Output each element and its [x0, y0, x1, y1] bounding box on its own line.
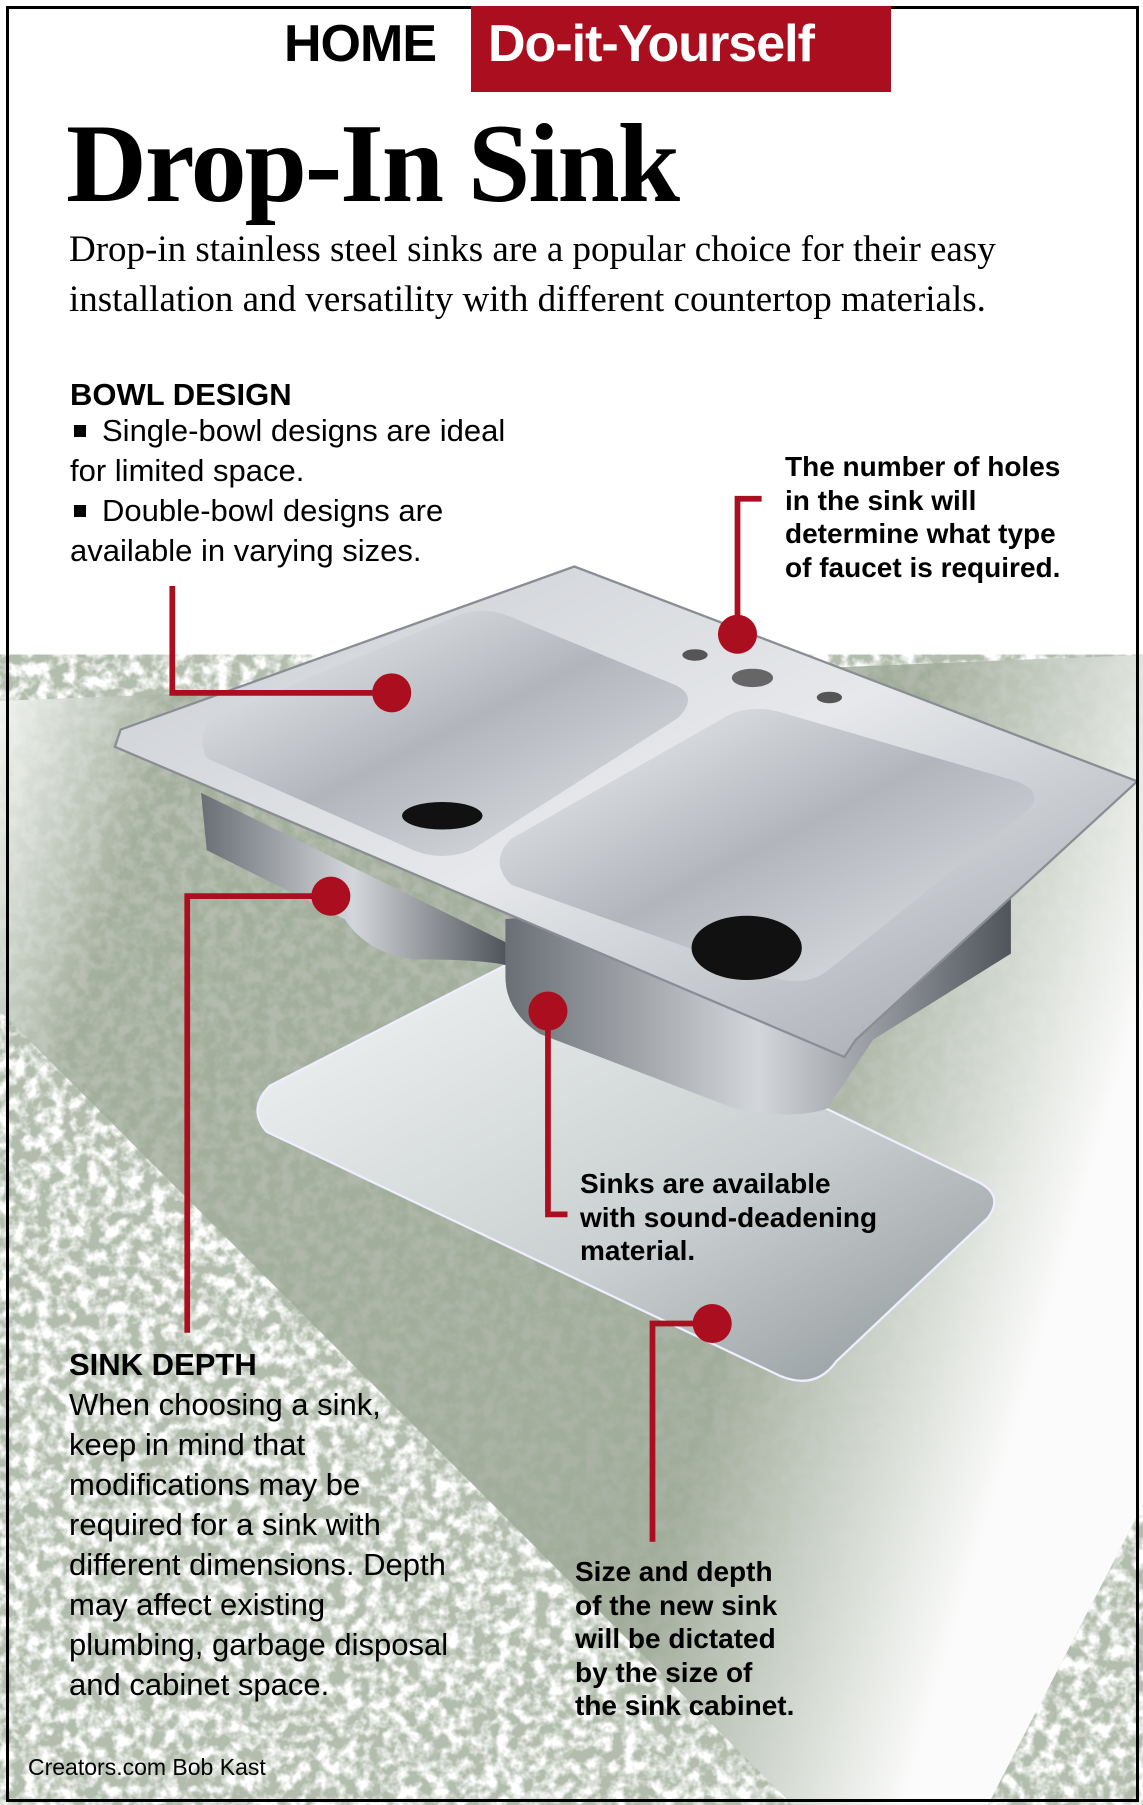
callout-line: Size and depth — [575, 1556, 773, 1587]
body-line: and cabinet space. — [69, 1667, 330, 1702]
callout-line: of the new sink — [575, 1589, 778, 1621]
callout-line: the sink cabinet. — [575, 1690, 795, 1721]
size-leader — [649, 1320, 713, 1542]
intro-line: installation and versatility with differ… — [69, 279, 986, 320]
leader-lines — [169, 495, 762, 1542]
sink-cutout — [256, 958, 996, 1382]
sound-leader — [545, 1011, 568, 1218]
body-line: required for a sink with — [69, 1507, 381, 1542]
callout-line: by the size of — [575, 1656, 753, 1688]
body-line: different dimensions. Depth — [69, 1547, 446, 1582]
bullet-icon — [74, 424, 86, 437]
bowl-design-text: Single-bowl designs are ideal for limite… — [70, 411, 505, 571]
page-title: Drop-In Sink — [66, 102, 680, 226]
credit: Creators.com Bob Kast — [28, 1754, 266, 1780]
callout-line: Sinks are available — [580, 1168, 831, 1199]
faucet-hole — [682, 649, 708, 661]
intro-line: Drop-in stainless steel sinks are a popu… — [69, 229, 996, 270]
body-line: keep in mind that — [69, 1427, 306, 1462]
body-line: may affect existing — [69, 1587, 326, 1622]
bullet-text: Single-bowl designs are ideal — [102, 413, 506, 448]
body-line: modifications may be — [69, 1467, 361, 1502]
bowl-design-heading: BOWL DESIGN — [70, 377, 292, 412]
faucet-hole — [731, 668, 774, 688]
sound-marker-dot — [528, 991, 568, 1031]
callout-line: determine what type — [785, 518, 1056, 549]
sink — [113, 565, 1140, 1115]
callout-line: material. — [580, 1235, 696, 1266]
bullet-icon — [74, 504, 86, 517]
bullet-text: available in varying sizes. — [70, 533, 422, 568]
bowl-marker-dot — [372, 673, 412, 713]
left-bowl — [202, 610, 688, 856]
holes-leader — [734, 495, 762, 635]
depth-marker-dot — [311, 876, 351, 916]
depth-leader — [184, 893, 331, 1333]
bullet-text: for limited space. — [70, 453, 305, 488]
holes-marker-dot — [717, 614, 758, 654]
body-line: plumbing, garbage disposal — [69, 1627, 449, 1662]
right-drain — [691, 915, 802, 981]
left-drain — [402, 801, 483, 830]
callout-line: The number of holes — [785, 451, 1061, 482]
callout-line: with sound-deadening — [580, 1201, 878, 1233]
sink-depth-heading: SINK DEPTH — [69, 1347, 257, 1382]
body-line: When choosing a sink, — [69, 1387, 381, 1422]
bullet-text: Double-bowl designs are — [102, 493, 444, 528]
size-marker-dot — [692, 1303, 732, 1344]
sink-depth-text: When choosing a sink, keep in mind that … — [69, 1385, 448, 1705]
faucet-hole — [816, 691, 843, 704]
holes-callout: The number of holes in the sink will det… — [785, 450, 1060, 584]
bowl-leader — [169, 586, 392, 696]
callout-line: in the sink will — [785, 484, 977, 516]
callout-line: of faucet is required. — [785, 551, 1061, 583]
section-label: HOME — [284, 15, 437, 73]
sound-callout: Sinks are available with sound-deadening… — [580, 1167, 877, 1268]
section-tag-box — [471, 6, 891, 92]
size-callout: Size and depth of the new sink will be d… — [575, 1555, 794, 1723]
right-bowl — [499, 708, 1035, 982]
section-tag: Do-it-Yourself — [488, 15, 815, 73]
callout-line: will be dictated — [575, 1623, 776, 1654]
